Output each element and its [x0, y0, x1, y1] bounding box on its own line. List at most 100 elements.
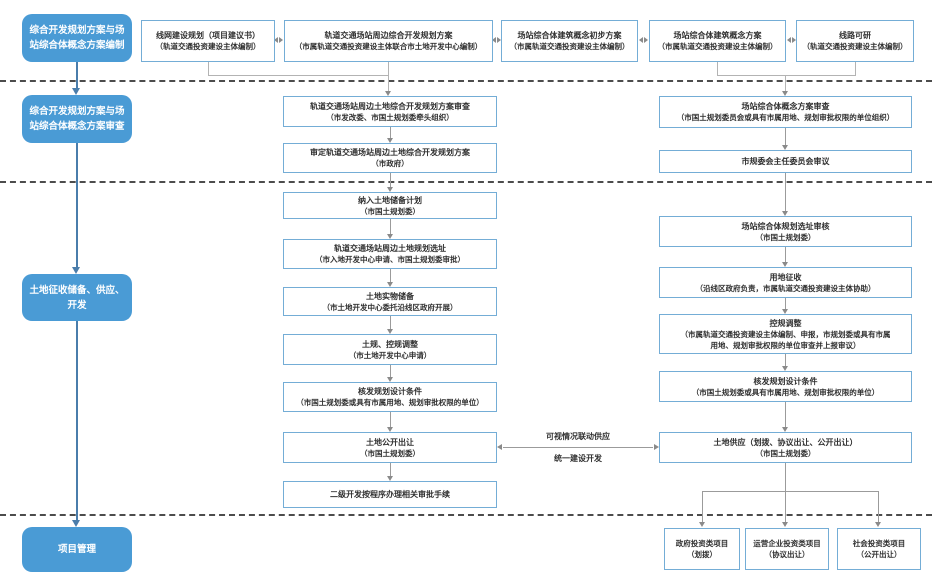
arrow-right-icon [644, 37, 648, 43]
flow-line [717, 62, 718, 76]
node-planning-committee-deliberation: 市规委会主任委员会审议 [659, 150, 912, 173]
arrow-down-icon [386, 377, 393, 382]
phase-label-line: 项目管理 [57, 544, 96, 555]
bidirectional-arrow-icon [787, 37, 796, 43]
arrow-down-icon [386, 427, 393, 432]
node-org: （划拨） [687, 550, 717, 559]
arrow-down-icon [781, 522, 788, 527]
flow-line [390, 316, 391, 329]
arrow-down-icon [386, 234, 393, 239]
arrow-down-icon [781, 366, 788, 371]
flow-line [208, 75, 388, 76]
flow-line [717, 75, 855, 76]
flow-line [390, 412, 391, 427]
arrow-left-icon [497, 443, 502, 450]
bidirectional-arrow-icon [639, 37, 648, 43]
flow-line [390, 463, 391, 476]
phase-label-line: 站综合体概念方案审查 [29, 121, 125, 132]
arrow-down-icon [781, 91, 788, 96]
arrow-right-icon [654, 443, 659, 450]
node-title: 运营企业投资类项目 [753, 539, 821, 548]
node-government-investment-project: 政府投资类项目 （划拨） [664, 528, 740, 570]
node-org: （协议出让） [764, 550, 810, 559]
node-title: 纳入土地储备计划 [358, 195, 422, 205]
node-title: 轨道交通场站周边综合开发规划方案 [324, 31, 453, 40]
arrow-down-icon [72, 88, 80, 95]
node-title: 社会投资类项目 [852, 539, 906, 548]
node-title: 场站综合体建筑概念方案 [673, 31, 762, 40]
arrow-down-icon [781, 427, 788, 432]
linked-supply-note-line2: 统一建设开发 [554, 454, 602, 463]
node-planning-conditions-issuance: 核发规划设计条件 （市国土规划委或具有市属用地、规划审批权限的单位） [283, 382, 497, 412]
phase-label-project-management: 项目管理 [22, 527, 132, 572]
arrow-down-icon [384, 91, 391, 96]
node-org: （市国土规划委或具有市属用地、规划审批权限的单位） [691, 387, 880, 397]
node-org: （市属轨道交通投资建设主体编制） [509, 42, 630, 51]
arrow-down-icon [781, 262, 788, 267]
node-title: 核发规划设计条件 [358, 387, 422, 396]
flow-line [785, 463, 786, 491]
node-operating-enterprise-investment-project: 运营企业投资类项目 （协议出让） [745, 528, 829, 570]
flow-line [702, 491, 879, 492]
node-title: 土规、控规调整 [362, 339, 418, 349]
arrow-down-icon [698, 522, 705, 527]
node-org: （公开出让） [856, 550, 902, 559]
arrow-left-icon [274, 37, 278, 43]
phase-label-planning-preparation: 综合开发规划方案与场 站综合体概念方案编制 [22, 14, 132, 62]
flow-line [390, 127, 391, 139]
node-title: 土地供应（划拨、协议出让、公开出让） [713, 437, 858, 447]
node-org: （市入地开发中心申请、市国土规划委审批） [315, 255, 465, 264]
node-title: 场站综合体概念方案审查 [741, 102, 830, 111]
flow-line [878, 491, 879, 522]
node-org: （市属轨道交通投资建设主体编制） [657, 42, 778, 51]
flow-line [76, 143, 78, 269]
flow-line [503, 447, 653, 448]
arrow-left-icon [492, 37, 496, 43]
node-land-planning-site-selection: 轨道交通场站周边土地规划选址 （市入地开发中心申请、市国土规划委审批） [283, 239, 497, 269]
flow-line [785, 298, 786, 309]
node-land-expropriation: 用地征收 （沿线区政府负责，市属轨道交通投资建设主体协助） [659, 267, 912, 298]
node-station-area-development-plan: 轨道交通场站周边综合开发规划方案 （市属轨道交通投资建设主体联合市土地开发中心编… [284, 20, 493, 62]
node-title: 土地公开出让 [366, 437, 414, 447]
flow-line [76, 62, 78, 91]
phase-label-line: 土地征收储备、供应、 [29, 284, 125, 296]
node-title: 轨道交通场站周边土地综合开发规划方案审查 [310, 101, 470, 111]
flow-line [785, 491, 786, 522]
node-public-land-transfer: 土地公开出让 （市国土规划委） [283, 432, 497, 463]
phase-divider [0, 514, 932, 516]
node-planning-conditions-issuance-right: 核发规划设计条件 （市国土规划委或具有市属用地、规划审批权限的单位） [659, 371, 912, 402]
node-title: 场站综合体建筑概念初步方案 [517, 31, 622, 40]
node-plan-adjustment: 土规、控规调整 （市土地开发中心申请） [283, 334, 497, 365]
arrow-right-icon [497, 37, 501, 43]
node-org: （轨道交通投资建设主体编制） [155, 42, 261, 51]
arrow-down-icon [386, 138, 393, 143]
arrow-down-icon [781, 145, 788, 150]
phase-label-line: 综合开发规划方案与场 [29, 106, 125, 117]
node-complex-site-selection-review: 场站综合体规划选址审核 （市国土规划委） [659, 216, 912, 247]
bidirectional-arrow-icon [492, 37, 501, 43]
arrow-left-icon [787, 37, 791, 43]
bidirectional-arrow-icon [274, 37, 283, 43]
node-title: 场站综合体规划选址审核 [741, 221, 830, 231]
node-org: 用地、规划审批权限的单位审查并上报审议） [710, 340, 861, 350]
linked-supply-note-line1: 可视情况联动供应 [546, 432, 610, 441]
node-org: （市国土规划委） [755, 448, 816, 458]
arrow-down-icon [874, 522, 881, 527]
phase-divider [0, 80, 932, 82]
flow-line [208, 62, 209, 76]
phase-label-line: 综合开发规划方案与场 [29, 25, 125, 36]
flow-line [390, 173, 391, 187]
arrow-down-icon [386, 282, 393, 287]
node-org: （市国土规划委员会或具有市属用地、规划审批权限的单位组织） [676, 113, 895, 122]
node-title: 线路可研 [839, 31, 871, 40]
node-org: （市土地开发中心委托沿线区政府开展） [322, 302, 458, 312]
node-org: （市国土规划委或具有市属用地、规划审批权限的单位） [296, 398, 484, 407]
node-org: （市国土规划委） [360, 448, 420, 458]
node-org: （市国土规划委） [755, 232, 816, 242]
arrow-down-icon [386, 476, 393, 481]
arrow-down-icon [386, 329, 393, 334]
flow-line [785, 354, 786, 366]
node-title: 线网建设规划（项目建议书） [156, 31, 260, 40]
node-regulatory-plan-adjustment: 控规调整 （市属轨道交通投资建设主体编制、申报，市规划委或具有市属 用地、规划审… [659, 314, 912, 354]
